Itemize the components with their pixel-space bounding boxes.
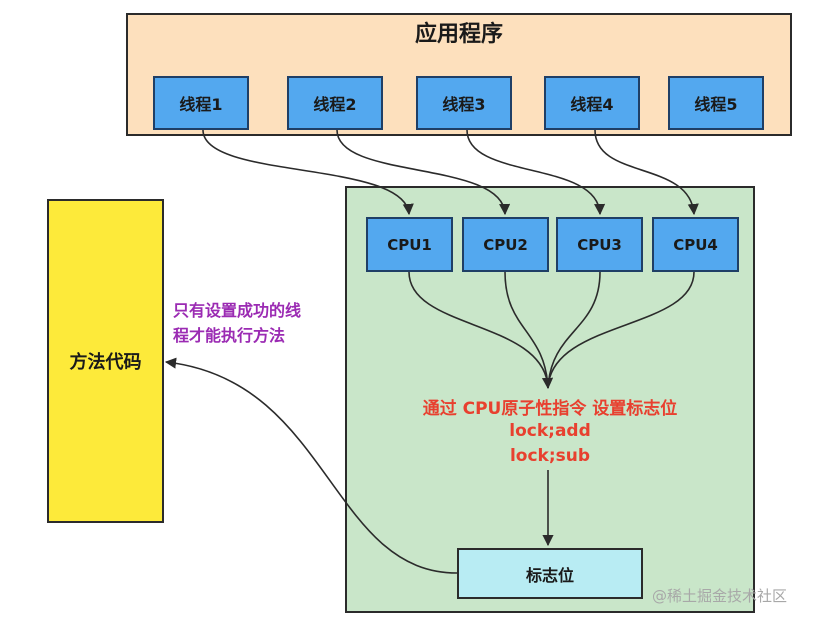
arrow-thread1-cpu1 (202, 129, 414, 216)
arrow-cpu2-merge (504, 271, 549, 389)
cpu-4-node: CPU4 (652, 217, 739, 272)
flag-node: 标志位 (457, 548, 643, 599)
arrow-cpu3-merge (547, 271, 601, 389)
thread-1-node: 线程1 (153, 76, 249, 130)
cpu-3-node: CPU3 (556, 217, 643, 272)
thread-2-node: 线程2 (287, 76, 383, 130)
arrow-flag-to-method (164, 357, 458, 574)
success-note-line-2: 程才能执行方法 (173, 326, 286, 345)
cpu-1-node: CPU1 (366, 217, 453, 272)
application-title: 应用程序 (414, 22, 503, 47)
arrow-cpu1-merge (408, 271, 554, 390)
watermark-text: @稀土掘金技术社区 (652, 587, 788, 605)
success-note-line-1: 只有设置成功的线 (173, 301, 302, 320)
arrow-thread4-cpu4 (594, 129, 699, 216)
lock-add-text: lock;add (509, 421, 591, 441)
atomic-instruction-text: 通过 CPU原子性指令 设置标志位 (422, 399, 678, 419)
cpu-2-node: CPU2 (462, 217, 549, 272)
method-code-node: 方法代码 (47, 199, 164, 523)
thread-3-node: 线程3 (416, 76, 512, 130)
arrow-thread2-cpu2 (336, 129, 511, 216)
success-note: 只有设置成功的线 程才能执行方法 (173, 298, 348, 348)
thread-5-node: 线程5 (668, 76, 764, 130)
arrow-cpu4-merge (547, 271, 695, 389)
arrow-thread3-cpu3 (466, 129, 606, 216)
lock-sub-text: lock;sub (509, 446, 591, 466)
thread-4-node: 线程4 (544, 76, 640, 130)
